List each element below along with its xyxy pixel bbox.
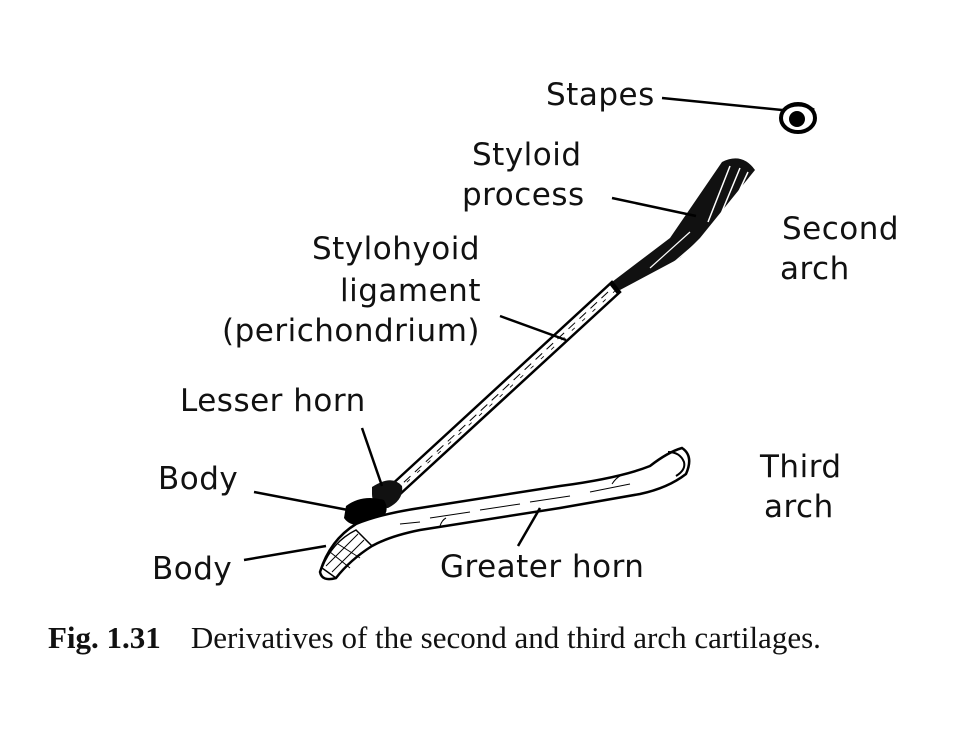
label-third-arch-line1: Third — [760, 449, 842, 485]
leader-body-upper — [253, 490, 349, 512]
leader-lines — [243, 96, 783, 562]
label-stylohyoid-line3: (perichondrium) — [222, 313, 480, 349]
label-second-arch-line2: arch — [780, 251, 850, 287]
label-styloid-process-line1: Styloid — [472, 137, 582, 173]
styloid-process-illustration — [612, 158, 755, 290]
label-styloid-process-line2: process — [462, 177, 585, 213]
greater-horn-illustration — [318, 446, 691, 581]
stapes-illustration — [779, 102, 817, 134]
leader-lesser-horn — [360, 427, 384, 487]
leader-stapes — [661, 96, 783, 112]
label-body-upper: Body — [158, 461, 239, 497]
label-second-arch-line1: Second — [782, 211, 900, 247]
label-stylohyoid-line2: ligament — [340, 273, 481, 309]
label-third-arch-line2: arch — [764, 489, 834, 525]
label-greater-horn: Greater horn — [440, 549, 645, 585]
label-lesser-horn: Lesser horn — [180, 383, 366, 419]
figure-caption: Fig. 1.31 Derivatives of the second and t… — [48, 618, 928, 658]
figure-number: Fig. 1.31 — [48, 620, 161, 655]
leader-styloid — [611, 196, 697, 218]
label-body-lower: Body — [152, 551, 233, 587]
leader-body-lower — [243, 544, 327, 562]
label-stylohyoid-line1: Stylohyoid — [312, 231, 481, 267]
caption-text: Derivatives of the second and third arch… — [190, 620, 821, 655]
label-stapes: Stapes — [546, 77, 655, 113]
leader-stylohyoid — [499, 314, 567, 342]
leader-greater-horn — [516, 507, 542, 547]
